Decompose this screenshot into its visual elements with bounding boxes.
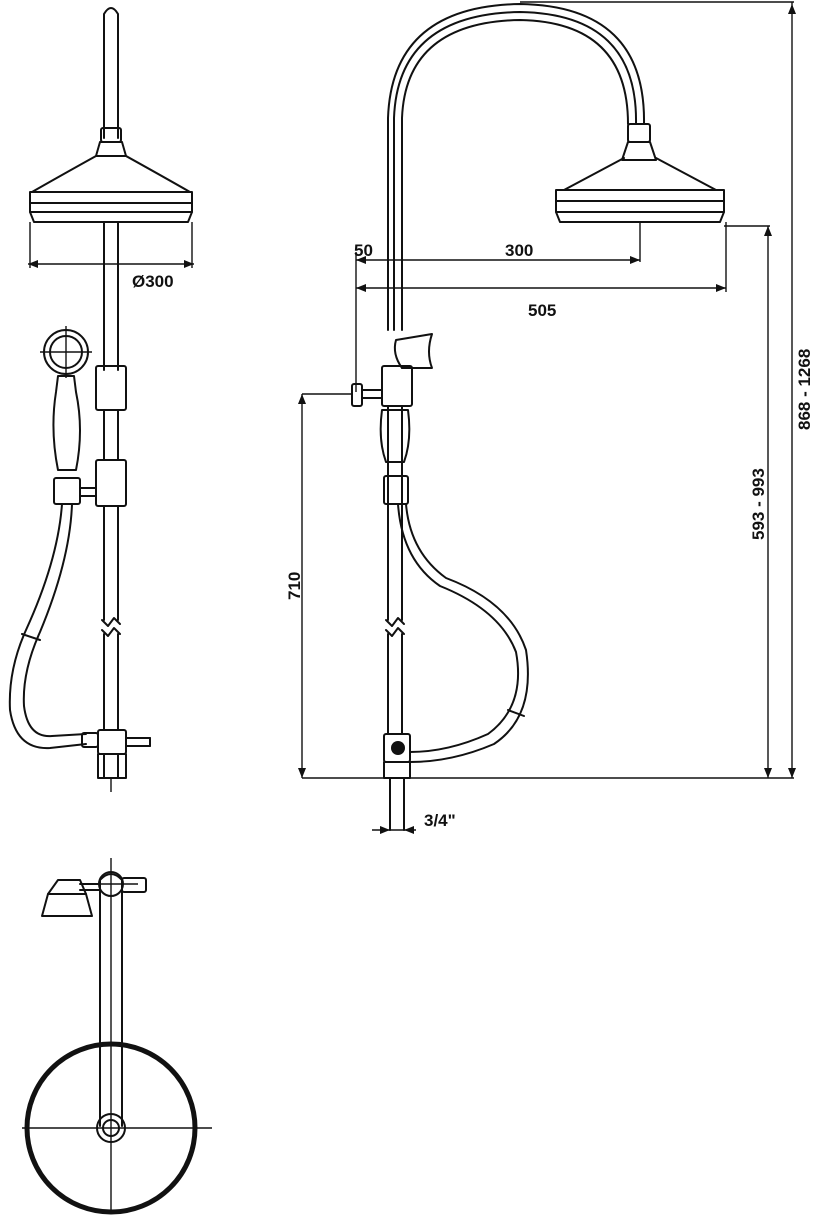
top-holder — [41, 877, 147, 917]
side-total-reach-dimension: 505 — [356, 284, 726, 320]
front-riser-rail — [95, 221, 127, 731]
side-view: 50 300 505 — [285, 1, 814, 834]
front-diameter-dimension: Ø300 — [28, 260, 194, 291]
front-view: Ø300 — [8, 7, 194, 792]
top-view — [22, 858, 212, 1215]
side-gooseneck — [387, 3, 657, 331]
side-thread-dimension: 3/4" — [372, 811, 456, 834]
front-hand-shower — [40, 326, 97, 505]
side-connection-height-label: 710 — [285, 572, 304, 600]
front-outlet-connector — [81, 729, 151, 792]
top-arm — [86, 858, 138, 1212]
side-connection-height-dimension: 710 — [285, 393, 352, 778]
side-outlet — [383, 733, 411, 831]
front-upper-riser — [95, 7, 127, 157]
front-shower-head — [29, 155, 193, 268]
top-head-circle — [22, 1041, 212, 1215]
side-wall-bracket — [351, 365, 413, 407]
side-thread-label: 3/4" — [424, 811, 456, 830]
side-offset-label: 50 — [354, 241, 373, 260]
side-total-height-dimension: 868 - 1268 — [788, 2, 814, 778]
side-head-height-dimension: 593 - 993 — [749, 226, 772, 778]
side-hand-shower-holder — [393, 333, 433, 369]
front-diameter-label: Ø300 — [132, 272, 174, 291]
side-total-height-label: 868 - 1268 — [795, 349, 814, 430]
side-lower-riser — [379, 405, 411, 735]
side-head-reach-label: 300 — [505, 241, 533, 260]
side-total-reach-label: 505 — [528, 301, 556, 320]
front-hose — [8, 503, 87, 750]
side-hose — [397, 503, 529, 763]
side-shower-head — [555, 157, 725, 223]
side-head-height-label: 593 - 993 — [749, 468, 768, 540]
side-reach-dimension: 50 300 — [354, 241, 640, 264]
